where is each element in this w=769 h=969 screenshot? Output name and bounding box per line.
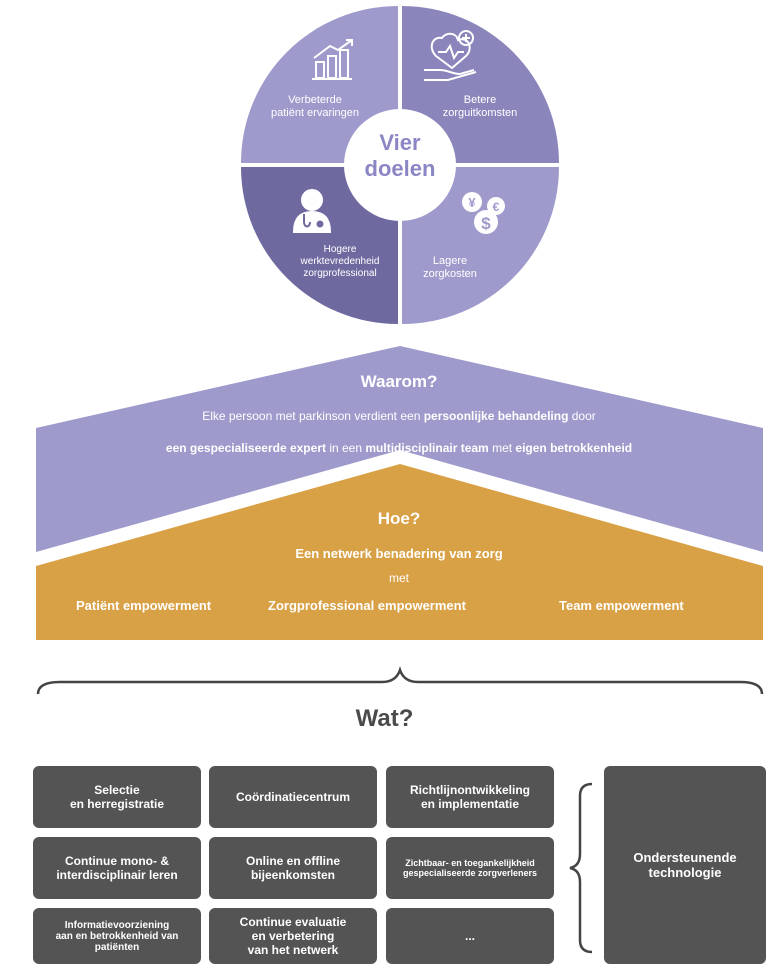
- svg-text:$: $: [481, 214, 491, 233]
- chart-growth-icon: [312, 39, 353, 80]
- why-roof: [36, 346, 763, 552]
- what-box-more: ...: [386, 908, 554, 964]
- what-box-learning: Continue mono- &interdisciplinair leren: [33, 837, 201, 899]
- how-title: Hoe?: [377, 509, 421, 528]
- doctor-icon: [292, 189, 332, 233]
- what-title: Wat?: [355, 705, 414, 732]
- how-item-team: Team empowerment: [559, 598, 684, 613]
- how-block: [36, 464, 763, 640]
- svg-text:¥: ¥: [468, 195, 476, 210]
- how-item-professional: Zorgprofessional empowerment: [268, 598, 466, 613]
- side-brace: [569, 782, 593, 954]
- goal-quadrant-outcomes: [402, 6, 559, 163]
- currency-icon: ¥ € $: [462, 192, 505, 234]
- why-title: Waarom?: [360, 372, 438, 391]
- goal-quadrant-patient: [241, 6, 398, 163]
- heart-hand-icon: [424, 30, 477, 81]
- roof-diagram: [36, 346, 763, 640]
- why-line-2: een gespecialiseerde expert in een multi…: [165, 441, 633, 455]
- top-brace: [36, 666, 764, 695]
- how-connector: met: [388, 571, 409, 585]
- svg-text:€: €: [493, 200, 500, 214]
- goals-circle: ¥ € $: [241, 6, 559, 324]
- goal-quadrant-costs: [402, 167, 559, 324]
- goal-hub: [344, 109, 456, 221]
- goal-quadrant-professional: [241, 167, 398, 324]
- why-line-1: Elke persoon met parkinson verdient een …: [202, 409, 596, 423]
- what-box-coordination: Coördinatiecentrum: [209, 766, 377, 828]
- how-subtitle: Een netwerk benadering van zorg: [295, 546, 503, 561]
- how-item-patient: Patiënt empowerment: [76, 598, 212, 613]
